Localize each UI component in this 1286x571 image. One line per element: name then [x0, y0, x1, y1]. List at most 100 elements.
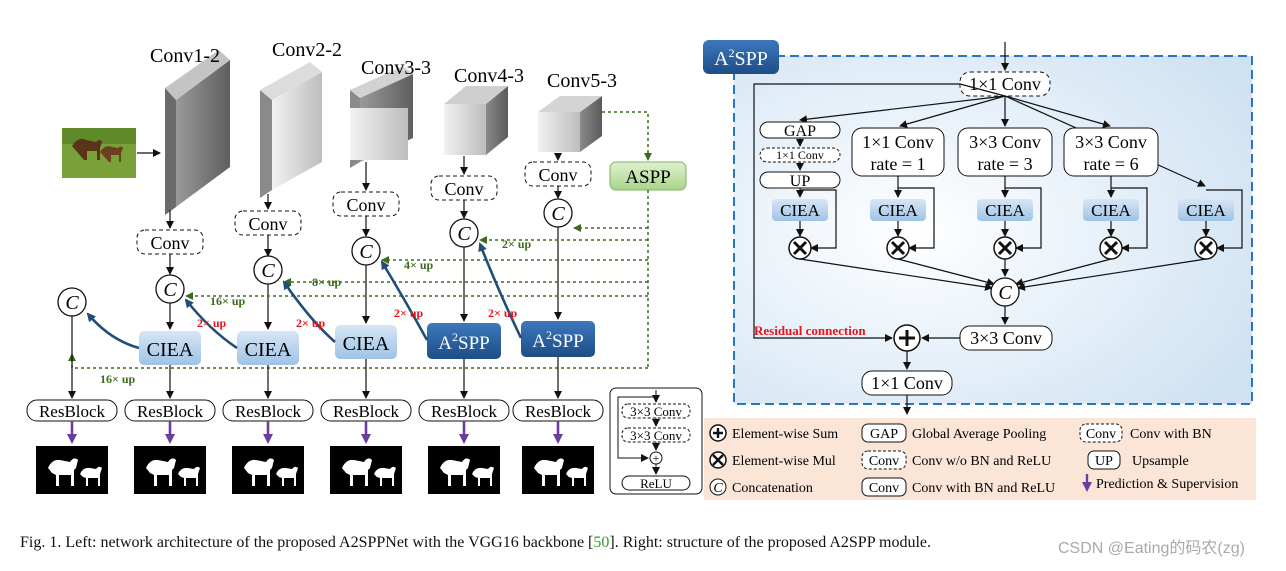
svg-text:Conv with BN: Conv with BN	[1130, 427, 1212, 442]
ciea-module-2: CIEA	[237, 331, 299, 365]
blue-feedback-curves	[86, 242, 523, 350]
conv-box-4: Conv	[430, 175, 498, 201]
concat-node-4: C	[449, 218, 479, 248]
svg-text:3×3 Conv: 3×3 Conv	[970, 328, 1042, 348]
svg-text:Conv: Conv	[869, 481, 899, 496]
svg-text:Element-wise Mul: Element-wise Mul	[732, 454, 836, 469]
concat-node-5: C	[543, 198, 573, 228]
resblock-3: ResBlock	[320, 399, 412, 422]
a2spp-gap-conv: 1×1 Conv	[759, 147, 841, 163]
vgg-block-1	[165, 50, 230, 215]
resblock-2: ResBlock	[222, 399, 314, 422]
mul-node-3	[1099, 236, 1123, 260]
mul-node-4	[1194, 236, 1218, 260]
svg-text:CIEA: CIEA	[985, 201, 1025, 220]
legend-prediction: Prediction & Supervision	[1082, 474, 1238, 492]
svg-text:rate = 3: rate = 3	[977, 154, 1032, 174]
resblock-0: ResBlock	[26, 399, 118, 422]
conv-box-2: Conv	[234, 210, 302, 236]
aspp-box: ASPP	[609, 161, 687, 191]
green-up-label-2x: 2× up	[502, 237, 532, 251]
legend-conv-bn: Conv Conv with BN	[1079, 423, 1212, 443]
vgg-block-4	[444, 86, 508, 155]
svg-text:3×3 Conv: 3×3 Conv	[1075, 132, 1147, 152]
svg-text:CIEA: CIEA	[878, 201, 918, 220]
red-up-label-2: 2× up	[296, 316, 326, 330]
legend-sum: Element-wise Sum	[709, 424, 838, 442]
a2spp-sum	[893, 324, 921, 352]
stage-label-2: Conv2-2	[272, 39, 342, 61]
stage-label-5: Conv5-3	[547, 70, 617, 92]
module-to-resblock-arrows	[68, 316, 562, 399]
green-up-label-16x: 16× up	[210, 294, 246, 308]
a2spp-module-5: A2SPP	[521, 321, 595, 357]
green-up-label-4x: 4× up	[404, 258, 434, 272]
svg-text:Conv: Conv	[346, 195, 385, 215]
svg-text:C: C	[551, 203, 565, 225]
green-up-label-16x-bottom: 16× up	[100, 372, 136, 386]
mul-node-0	[788, 236, 812, 260]
svg-text:rate = 1: rate = 1	[870, 154, 925, 174]
conv-to-concat-arrows	[166, 186, 562, 275]
figure-caption: Fig. 1. Left: network architecture of th…	[20, 534, 1270, 552]
saliency-map-4	[428, 446, 500, 494]
legend-mul: Element-wise Mul	[709, 451, 836, 469]
resblock-5: ResBlock	[512, 399, 604, 422]
svg-text:ResBlock: ResBlock	[235, 402, 302, 421]
block5-to-aspp-path	[602, 111, 652, 161]
svg-text:UP: UP	[790, 173, 811, 190]
a2spp-ciea-4: CIEA	[1178, 199, 1234, 221]
svg-text:1×1 Conv: 1×1 Conv	[969, 74, 1041, 94]
caption-ref-link[interactable]: 50	[593, 534, 610, 551]
a2spp-ciea-3: CIEA	[1083, 199, 1139, 221]
a2spp-up: UP	[759, 171, 841, 190]
inset-relu: ReLU	[640, 476, 672, 491]
red-up-label-4: 2× up	[488, 306, 518, 320]
resblock-4: ResBlock	[418, 399, 510, 422]
a2spp-gap: GAP	[759, 121, 841, 140]
a2spp-ciea-2: CIEA	[977, 199, 1033, 221]
input-image	[62, 128, 136, 178]
legend-up: UP Upsample	[1087, 450, 1189, 470]
svg-text:ResBlock: ResBlock	[39, 402, 106, 421]
svg-text:Conv: Conv	[150, 233, 189, 253]
inset-conv-1: 3×3 Conv	[630, 404, 682, 419]
ciea-to-mul-arrows	[796, 187, 1243, 252]
svg-text:C: C	[713, 481, 723, 496]
residual-label: Residual connection	[754, 323, 866, 338]
a2spp-fanout	[753, 83, 1206, 342]
svg-text:ResBlock: ResBlock	[431, 402, 498, 421]
svg-text:Concatenation: Concatenation	[732, 481, 813, 496]
svg-text:C: C	[65, 292, 79, 314]
svg-text:Conv: Conv	[1086, 427, 1116, 442]
saliency-map-1	[134, 446, 206, 494]
ciea-module-1: CIEA	[139, 331, 201, 365]
a2spp-branch-1: 1×1 Conv rate = 1	[851, 127, 945, 177]
svg-text:1×1 Conv: 1×1 Conv	[871, 373, 943, 393]
concat-node-0: C	[57, 287, 87, 317]
a2spp-conv11-out: 1×1 Conv	[861, 370, 953, 396]
svg-text:A2SPP: A2SPP	[532, 328, 583, 352]
resblock-inset: 3×3 Conv 3×3 Conv + ReLU	[609, 387, 703, 495]
block-to-conv-arrows	[166, 153, 562, 229]
mul-nodes	[788, 236, 1218, 260]
inset-sum: +	[653, 451, 660, 465]
svg-text:C: C	[359, 241, 373, 263]
red-up-label-1: 2× up	[197, 316, 227, 330]
a2spp-module-4: A2SPP	[427, 323, 501, 359]
mul-node-1	[886, 236, 910, 260]
svg-text:Prediction & Supervision: Prediction & Supervision	[1096, 477, 1238, 492]
svg-text:C: C	[163, 279, 177, 301]
vgg-block-2	[260, 62, 322, 198]
a2spp-branch-2: 3×3 Conv rate = 3	[957, 127, 1053, 177]
legend-panel	[704, 418, 1256, 500]
inset-conv-2: 3×3 Conv	[630, 428, 682, 443]
svg-text:CIEA: CIEA	[147, 339, 194, 361]
svg-text:ASPP: ASPP	[625, 167, 670, 188]
a2spp-top-conv: 1×1 Conv	[959, 71, 1051, 97]
legend-concat: C Concatenation	[709, 478, 813, 496]
ciea-module-3: CIEA	[335, 325, 397, 359]
svg-text:GAP: GAP	[870, 427, 898, 442]
caption-tail: ]. Right: structure of the proposed A2SP…	[609, 534, 931, 551]
